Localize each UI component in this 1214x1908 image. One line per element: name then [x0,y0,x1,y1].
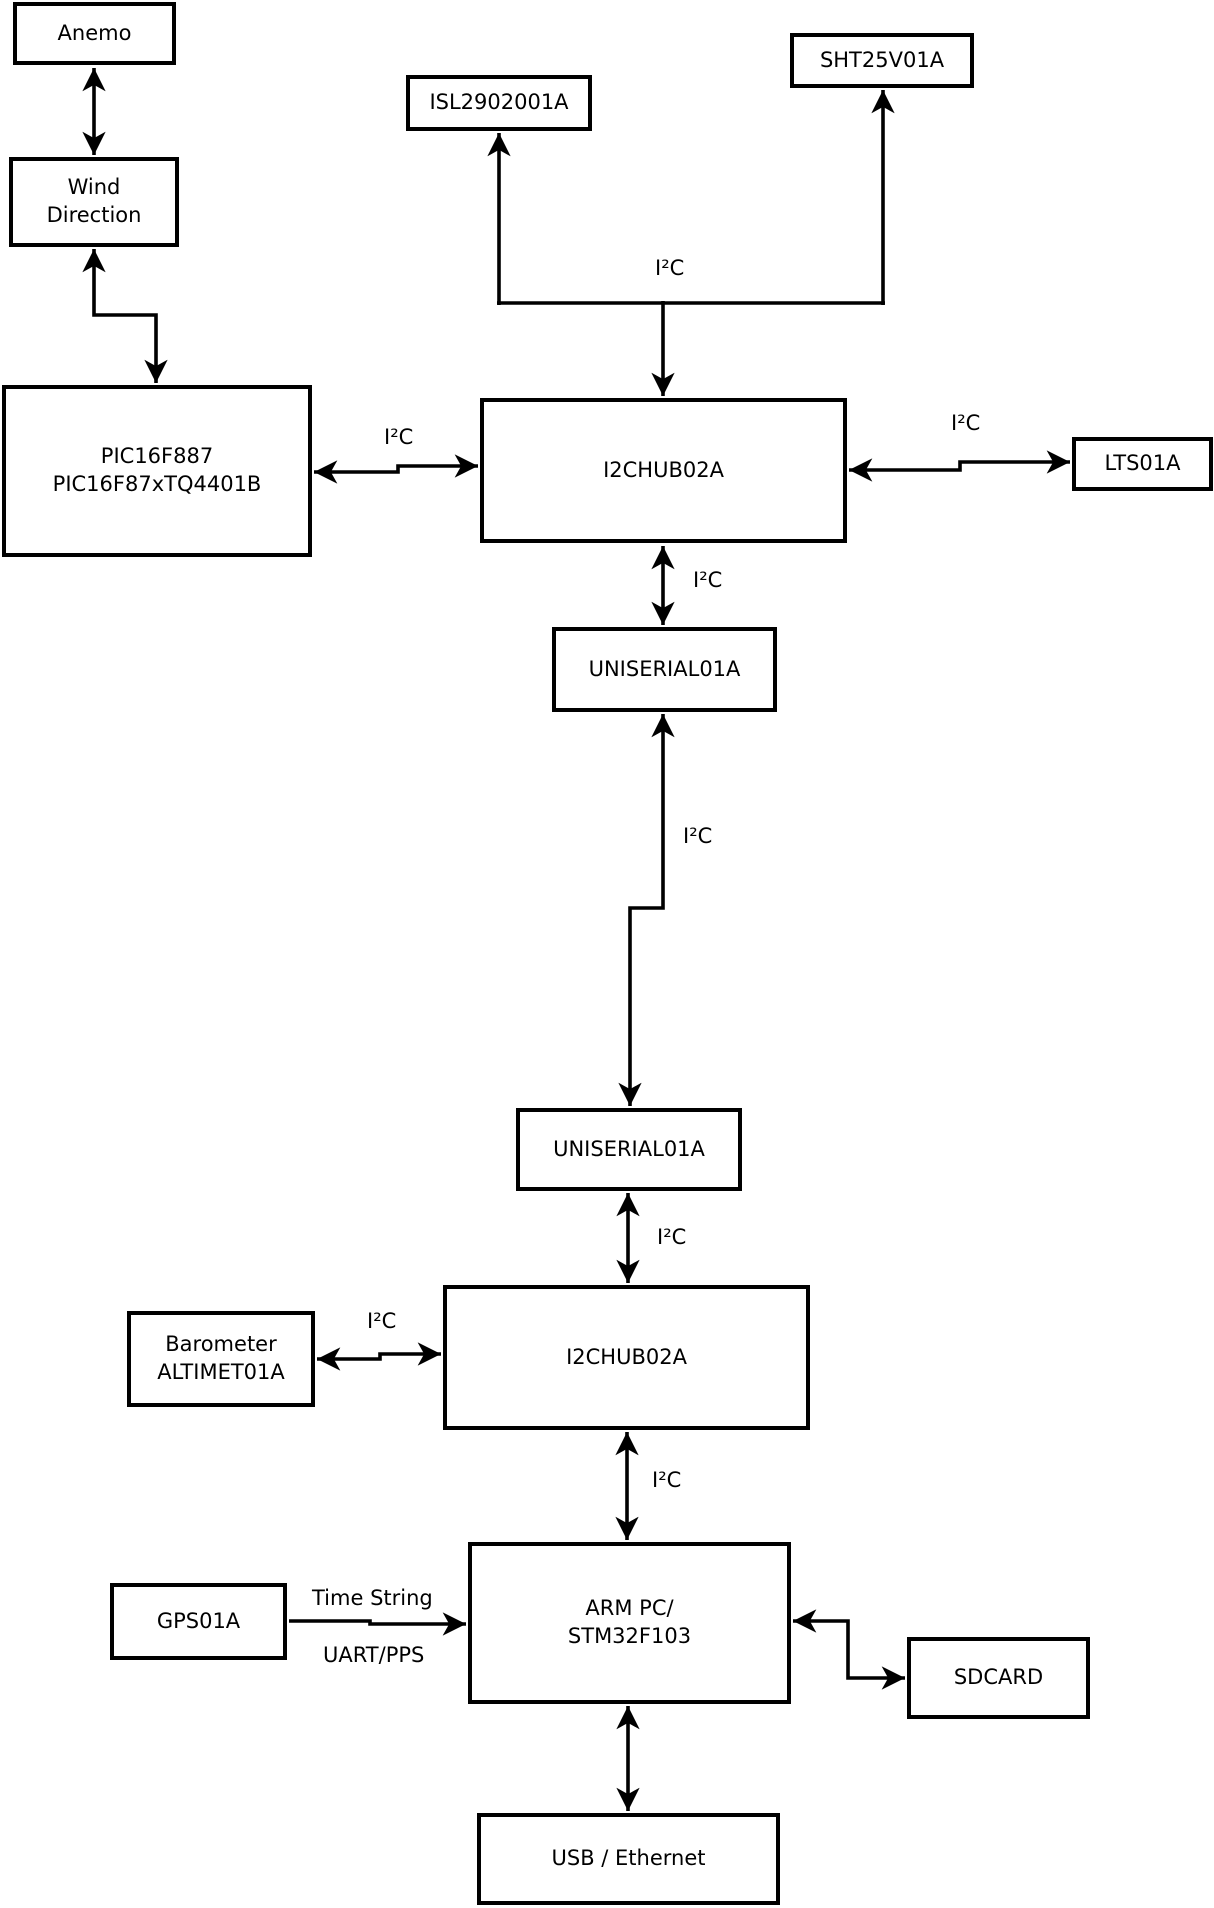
node-gps01a-label: GPS01A [156,1608,241,1633]
edge-label-i2c-hub-uniserial: I²C [693,568,723,592]
edge-label-i2c-uniserial-link: I²C [683,824,713,848]
node-pic16f887-label: PIC16F887 PIC16F87xTQ4401B [52,444,262,496]
node-uniserial01a-bottom: UNISERIAL01A [516,1108,742,1191]
node-i2chub02a-top: I2CHUB02A [480,398,847,543]
node-uniserial01a-top: UNISERIAL01A [552,627,777,712]
node-sdcard-label: SDCARD [953,1665,1044,1690]
connector-hub-lts [849,450,1070,482]
node-isl2902001a: ISL2902001A [406,75,592,131]
edge-label-uart-pps: UART/PPS [323,1643,425,1667]
node-i2chub02a-bottom-label: I2CHUB02A [566,1344,687,1369]
node-pic16f887: PIC16F887 PIC16F87xTQ4401B [2,385,312,557]
edge-label-i2c-uniserial-hub2: I²C [657,1225,687,1249]
connector-uniserial-uniserial [618,714,675,1106]
edge-label-i2c-sensor-bus: I²C [655,256,685,280]
node-usb-ethernet: USB / Ethernet [477,1813,780,1905]
node-lts01a: LTS01A [1072,437,1213,491]
node-wind-direction: Wind Direction [9,157,179,247]
node-isl2902001a-label: ISL2902001A [429,90,569,115]
connector-winddirection-pic [82,248,168,383]
node-usb-ethernet-label: USB / Ethernet [551,1846,706,1871]
node-sht25v01a-label: SHT25V01A [819,47,945,72]
edge-label-i2c-hub2-arm: I²C [652,1468,682,1492]
node-uniserial01a-top-label: UNISERIAL01A [588,656,741,681]
node-anemo-label: Anemo [57,20,132,45]
node-i2chub02a-bottom: I2CHUB02A [443,1285,810,1430]
node-gps01a: GPS01A [110,1583,287,1660]
node-barometer-altimet01a-label: Barometer ALTIMET01A [157,1332,285,1384]
edge-label-i2c-pic-hub: I²C [384,425,414,449]
connector-gps-armpc [289,1612,466,1636]
node-lts01a-label: LTS01A [1104,451,1181,476]
node-i2chub02a-top-label: I2CHUB02A [603,457,724,482]
edge-label-i2c-hub-lts: I²C [951,411,981,435]
node-sdcard: SDCARD [907,1637,1090,1719]
connector-armpc-sdcard [793,1609,905,1690]
node-arm-pc-stm32f103-label: ARM PC/ STM32F103 [567,1596,692,1648]
node-wind-direction-label: Wind Direction [46,175,142,227]
edge-label-time-string: Time String [312,1586,433,1610]
node-uniserial01a-bottom-label: UNISERIAL01A [553,1136,705,1161]
node-sht25v01a: SHT25V01A [790,33,974,88]
node-arm-pc-stm32f103: ARM PC/ STM32F103 [468,1542,791,1704]
node-anemo: Anemo [13,2,176,65]
connector-pic-hub [314,454,478,484]
node-barometer-altimet01a: Barometer ALTIMET01A [127,1311,315,1407]
connector-barometer-hub2 [317,1342,441,1371]
edge-label-i2c-barometer-hub2: I²C [367,1309,397,1333]
